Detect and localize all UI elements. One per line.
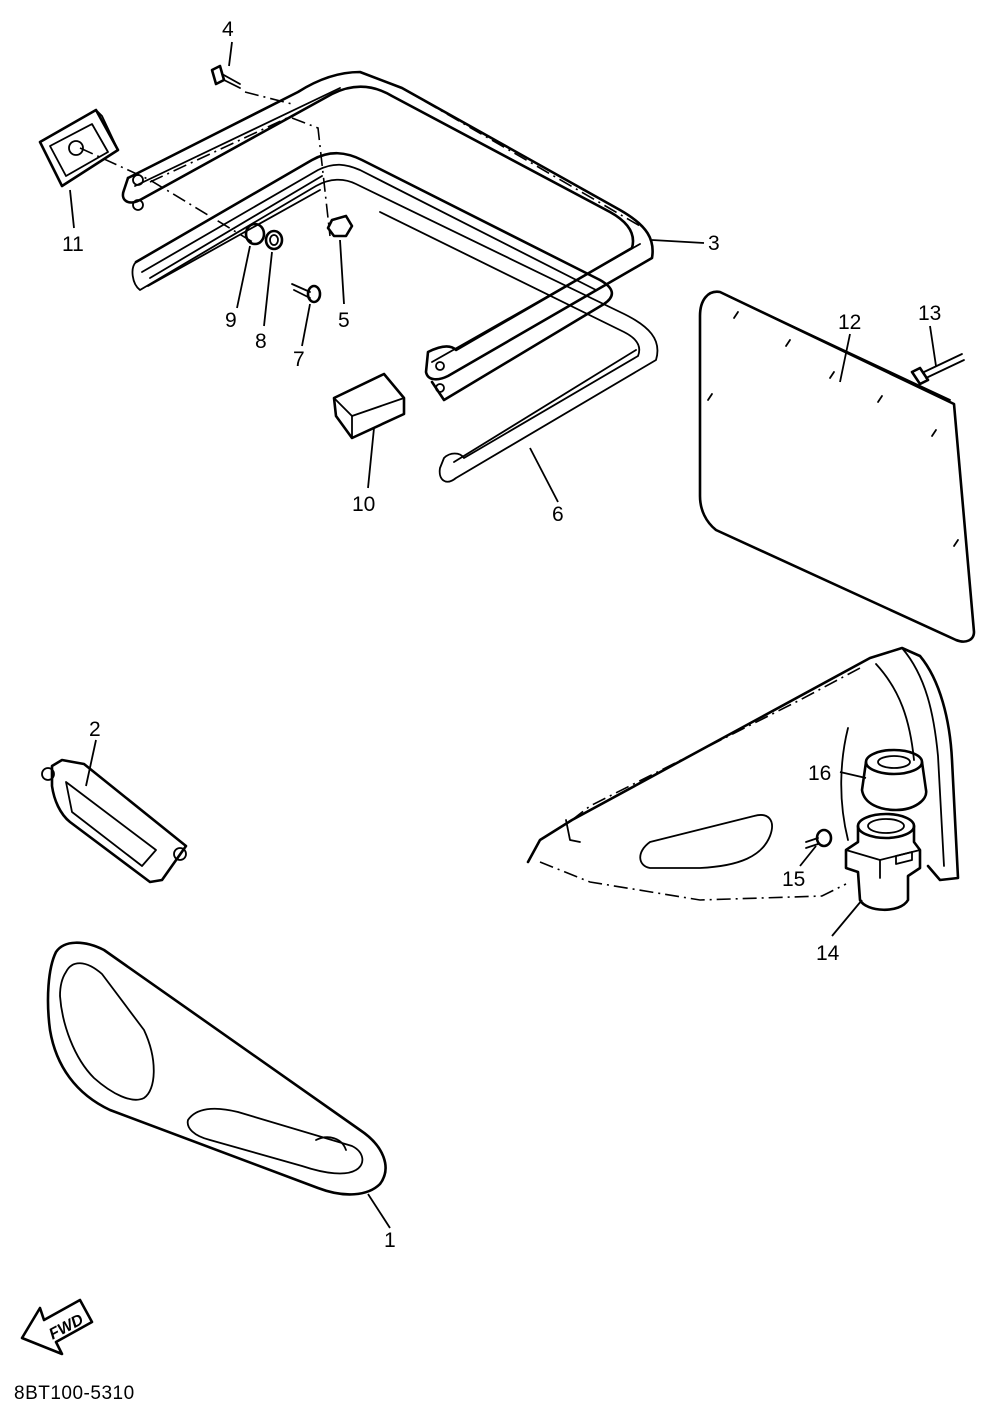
part-1-side-cover xyxy=(46,941,387,1196)
callout-8: 8 xyxy=(255,330,267,353)
callout-14: 14 xyxy=(816,942,840,965)
callout-4: 4 xyxy=(222,18,234,41)
part-16-rubber-grommet xyxy=(860,748,928,812)
part-9-washer xyxy=(244,222,266,246)
part-13-rivet xyxy=(910,353,965,386)
callout-16: 16 xyxy=(808,762,831,785)
part-3-trim-molding xyxy=(121,70,654,393)
callout-15: 15 xyxy=(782,868,805,891)
part-5-nut xyxy=(326,214,354,238)
forward-arrow-icon: FWD xyxy=(20,1298,94,1356)
callout-7: 7 xyxy=(293,348,305,371)
callout-11: 11 xyxy=(62,233,84,256)
callout-6: 6 xyxy=(552,503,564,526)
callout-5: 5 xyxy=(338,309,350,332)
part-11-bracket xyxy=(38,108,120,188)
part-7-screw xyxy=(291,283,322,304)
callout-2: 2 xyxy=(89,718,101,741)
part-8-washer xyxy=(264,229,284,251)
leader-lines xyxy=(69,41,937,1229)
part-12-panel xyxy=(698,290,976,643)
callout-3: 3 xyxy=(708,232,720,255)
part-4-bolt xyxy=(210,64,241,89)
diagram-code: 8BT100-5310 xyxy=(14,1383,135,1404)
callout-13: 13 xyxy=(918,302,941,325)
callout-12: 12 xyxy=(838,311,861,334)
callout-1: 1 xyxy=(384,1229,396,1252)
part-10-pad xyxy=(332,372,406,440)
callout-10: 10 xyxy=(352,493,375,516)
part-2-reflector xyxy=(41,758,188,884)
part-15-clip xyxy=(805,828,833,849)
tail-cowl-assembly xyxy=(526,646,960,901)
callout-labels: 4 11 3 9 8 7 5 10 6 12 13 2 16 15 14 1 xyxy=(62,18,941,1252)
part-14-damper xyxy=(844,812,922,912)
part-6-seal-strip xyxy=(131,151,659,483)
callout-9: 9 xyxy=(225,309,237,332)
